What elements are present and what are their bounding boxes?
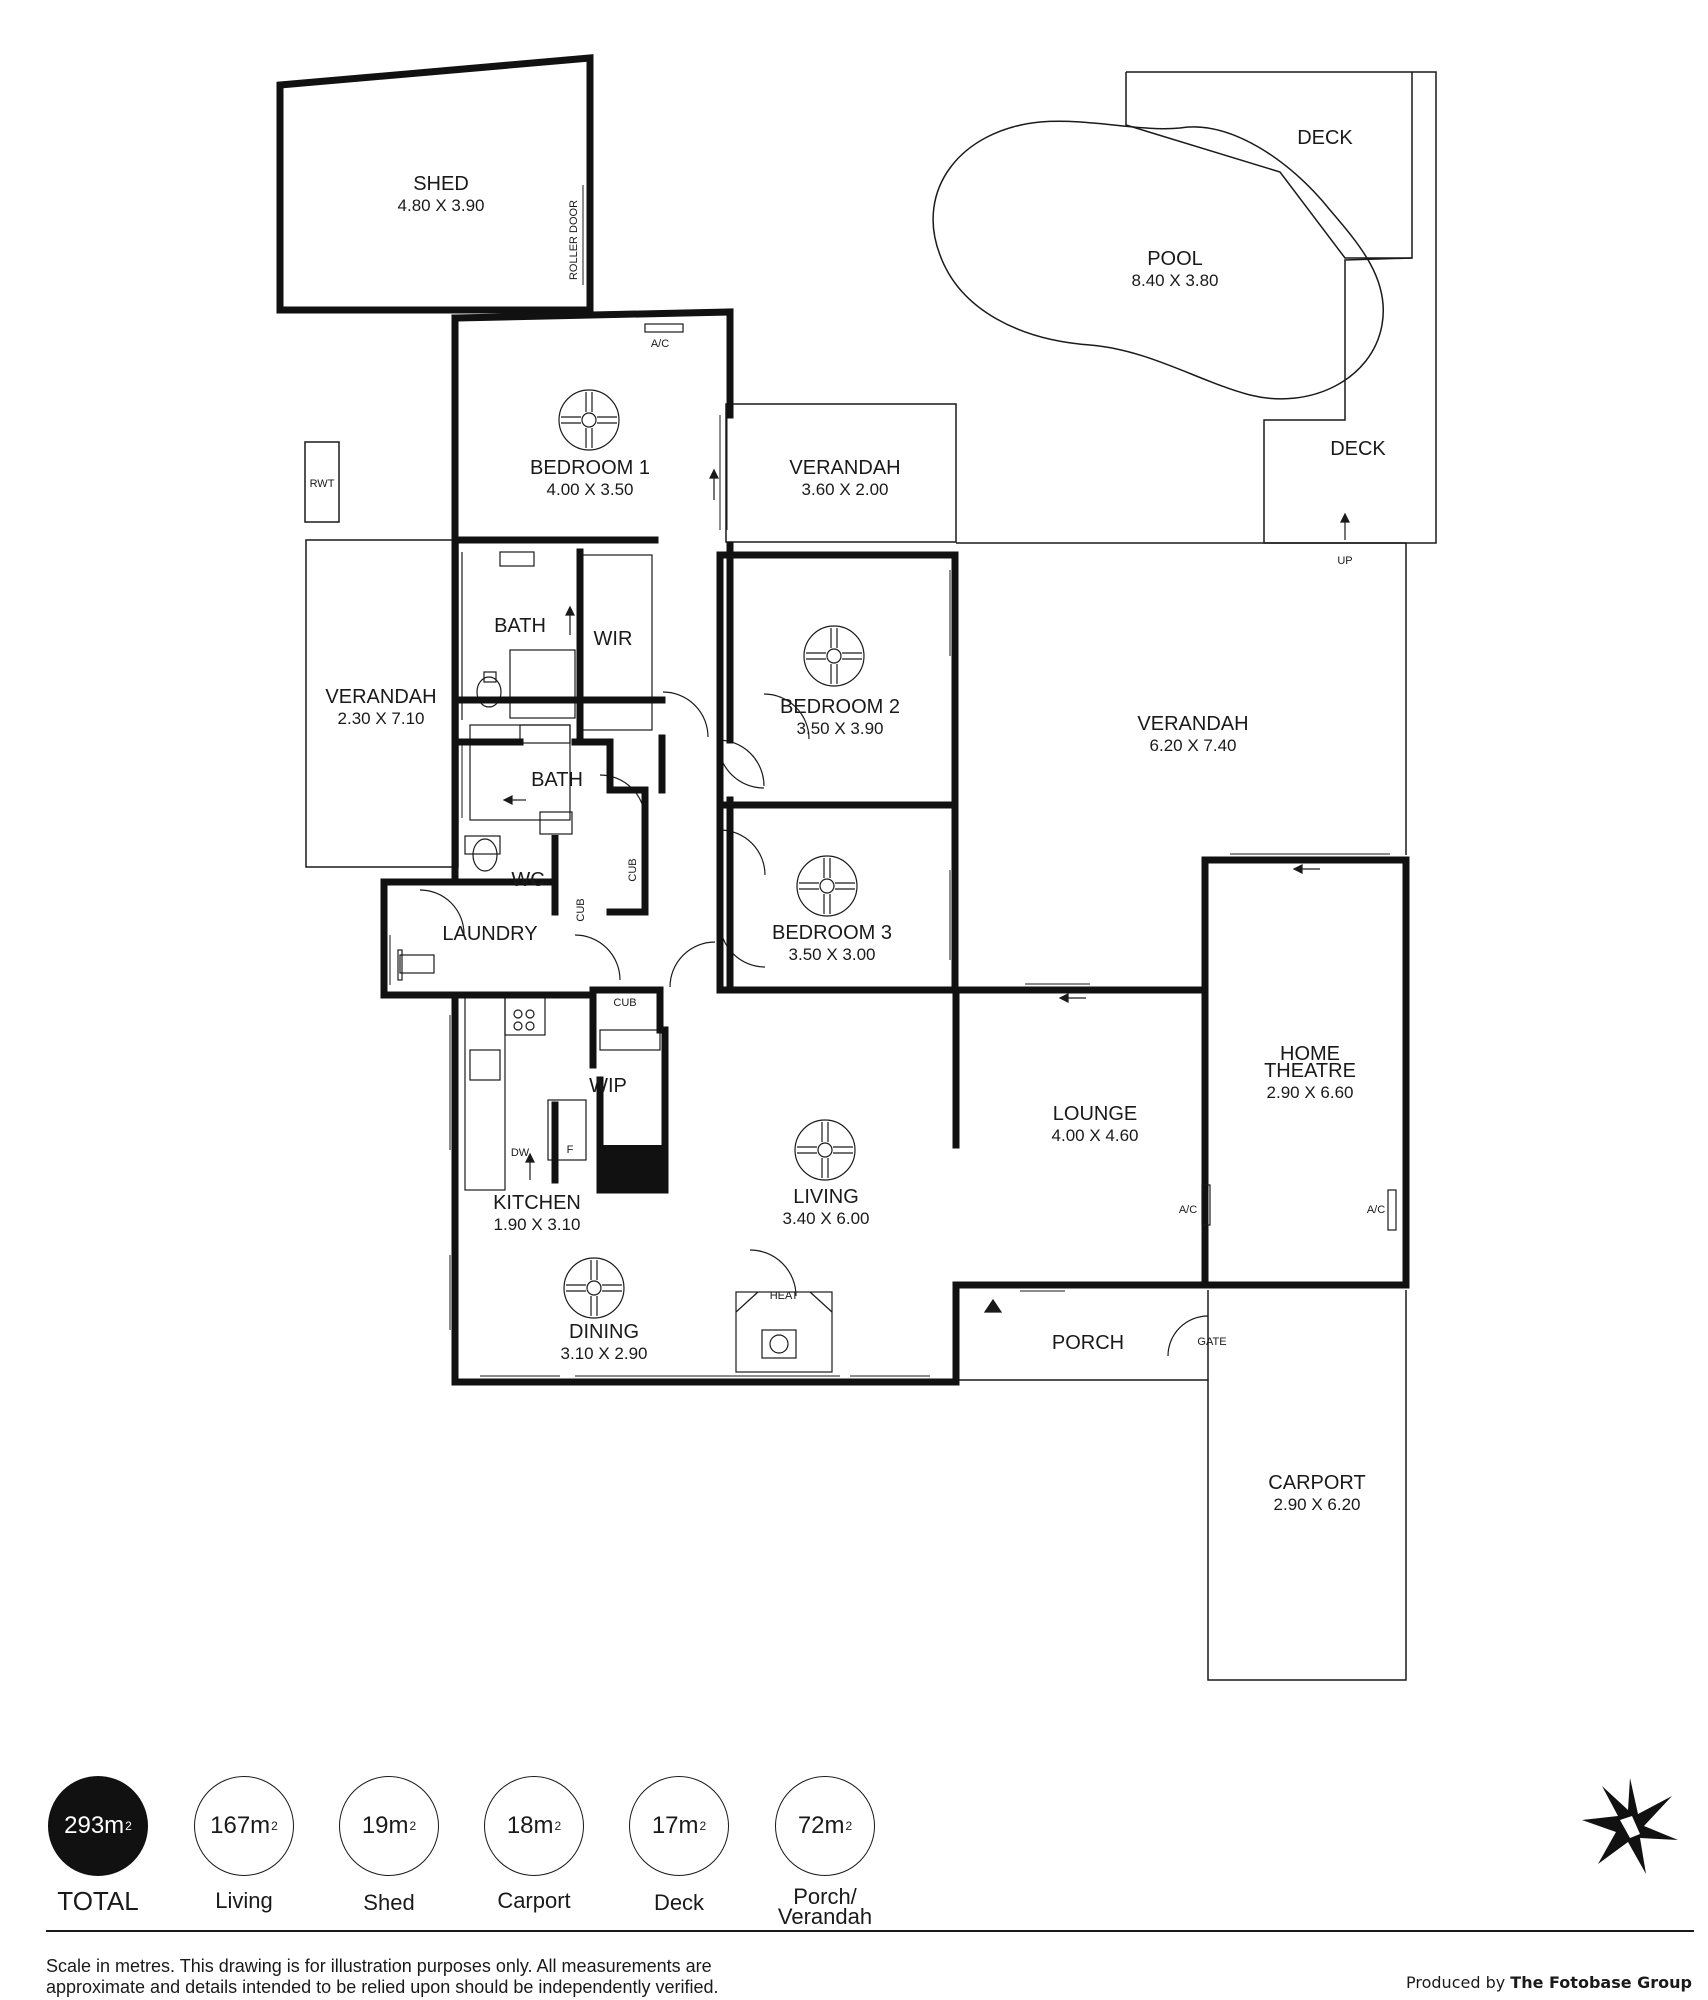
producer-credit: Produced by The Fotobase Group bbox=[1406, 1973, 1692, 1992]
room-laundry-name: LAUNDRY bbox=[442, 923, 537, 945]
room-verandah-main-dims: 6.20 X 7.40 bbox=[1150, 736, 1237, 755]
ceiling-fan-icon bbox=[794, 1119, 856, 1181]
ceiling-fan-icon bbox=[796, 855, 858, 917]
ceiling-fan-icon bbox=[558, 389, 620, 451]
cub-label: CUB bbox=[627, 858, 639, 881]
room-deck-mid-name: DECK bbox=[1330, 438, 1386, 460]
room-home-theatre-name2: THEATRE bbox=[1264, 1060, 1356, 1082]
room-shed-dims: 4.80 X 3.90 bbox=[398, 196, 485, 215]
room-verandah-left-name: VERANDAH bbox=[325, 686, 436, 708]
door-swings bbox=[419, 691, 1209, 1357]
disclaimer-text: Scale in metres. This drawing is for ill… bbox=[46, 1956, 719, 1997]
room-porch-name: PORCH bbox=[1052, 1332, 1124, 1354]
room-bedroom2-dims: 3.50 X 3.90 bbox=[797, 719, 884, 738]
dw-label: DW bbox=[511, 1147, 530, 1159]
ac-label: A/C bbox=[651, 338, 669, 350]
cub-label: CUB bbox=[613, 997, 636, 1009]
stat-living-label: Living bbox=[215, 1888, 273, 1913]
room-wc-name: WC bbox=[511, 869, 544, 891]
ceiling-fans bbox=[558, 389, 865, 1319]
room-bath2-name: BATH bbox=[531, 769, 583, 791]
ac-label: A/C bbox=[1367, 1204, 1385, 1216]
room-home-theatre-dims: 2.90 X 6.60 bbox=[1267, 1083, 1354, 1102]
room-wir-name: WIR bbox=[594, 628, 633, 650]
stat-carport-label: Carport bbox=[497, 1888, 571, 1913]
ceiling-fan-icon bbox=[563, 1257, 625, 1319]
room-wip-name: WIP bbox=[589, 1075, 627, 1097]
room-bedroom2-name: BEDROOM 2 bbox=[780, 696, 900, 718]
room-verandah-top-name: VERANDAH bbox=[789, 457, 900, 479]
room-living-name: LIVING bbox=[793, 1186, 859, 1208]
gate-label: GATE bbox=[1197, 1336, 1226, 1348]
room-pool-name: POOL bbox=[1147, 248, 1203, 270]
room-kitchen-dims: 1.90 X 3.10 bbox=[494, 1215, 581, 1234]
f-label: F bbox=[567, 1144, 574, 1156]
room-dining-name: DINING bbox=[569, 1321, 639, 1343]
compass-logo-icon bbox=[1582, 1778, 1678, 1874]
room-deck-top-name: DECK bbox=[1297, 127, 1353, 149]
ac-label: A/C bbox=[1179, 1204, 1197, 1216]
room-shed-name: SHED bbox=[413, 173, 469, 195]
heat-label: HEAT bbox=[770, 1290, 799, 1302]
room-carport-name: CARPORT bbox=[1268, 1472, 1365, 1494]
room-bath1-name: BATH bbox=[494, 615, 546, 637]
room-verandah-main-name: VERANDAH bbox=[1137, 713, 1248, 735]
footer-divider bbox=[46, 1930, 1694, 1932]
ceiling-fan-icon bbox=[803, 625, 865, 687]
stat-deck-label: Deck bbox=[653, 1890, 705, 1915]
ac-units bbox=[644, 323, 1397, 1231]
room-lounge-name: LOUNGE bbox=[1053, 1103, 1137, 1125]
kitchen-block bbox=[603, 1145, 663, 1187]
pool-outline bbox=[932, 120, 1384, 400]
room-carport-dims: 2.90 X 6.20 bbox=[1274, 1495, 1361, 1514]
arrows bbox=[502, 468, 1350, 1313]
rwt-label: RWT bbox=[310, 478, 335, 490]
walls bbox=[276, 54, 1410, 1386]
room-pool-dims: 8.40 X 3.80 bbox=[1132, 271, 1219, 290]
room-kitchen-name: KITCHEN bbox=[493, 1192, 581, 1214]
floor-plan: SHED 4.80 X 3.90 ROLLER DOOR A/C BEDROOM… bbox=[276, 54, 1437, 1681]
room-bedroom3-dims: 3.50 X 3.00 bbox=[789, 945, 876, 964]
interior-details bbox=[397, 551, 833, 1373]
room-verandah-top-dims: 3.60 X 2.00 bbox=[802, 480, 889, 499]
roller-door-label: ROLLER DOOR bbox=[568, 200, 580, 280]
cub-label: CUB bbox=[575, 898, 587, 921]
room-home-theatre-name1: HOME bbox=[1280, 1043, 1340, 1065]
room-verandah-left-dims: 2.30 X 7.10 bbox=[338, 709, 425, 728]
stat-total-label: TOTAL bbox=[57, 1886, 139, 1916]
room-dining-dims: 3.10 X 2.90 bbox=[561, 1344, 648, 1363]
stat-shed-label: Shed bbox=[363, 1890, 415, 1915]
room-bedroom3-name: BEDROOM 3 bbox=[772, 922, 892, 944]
room-bedroom1-name: BEDROOM 1 bbox=[530, 457, 650, 479]
room-labels: SHED 4.80 X 3.90 ROLLER DOOR A/C BEDROOM… bbox=[310, 127, 1387, 1514]
up-label: UP bbox=[1337, 555, 1352, 567]
stat-porch-verandah-label: Porch/ Verandah bbox=[777, 1884, 873, 1929]
room-bedroom1-dims: 4.00 X 3.50 bbox=[547, 480, 634, 499]
room-lounge-dims: 4.00 X 4.60 bbox=[1052, 1126, 1139, 1145]
rainwater-tank bbox=[304, 441, 340, 523]
room-living-dims: 3.40 X 6.00 bbox=[783, 1209, 870, 1228]
